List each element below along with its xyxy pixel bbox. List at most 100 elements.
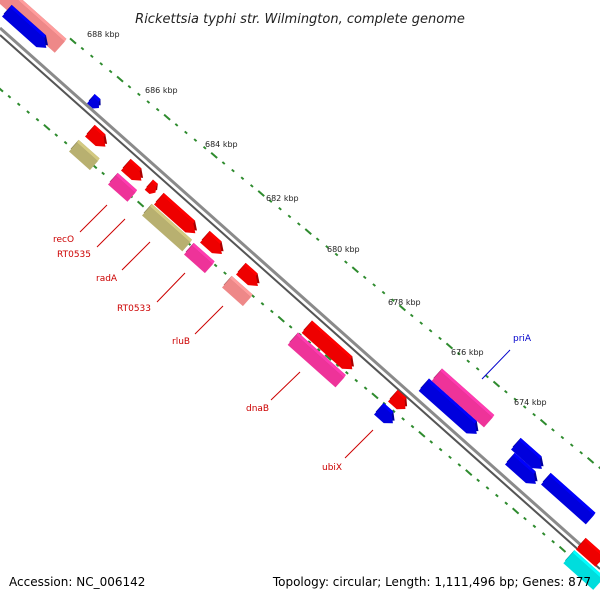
lower-tick-mark: [429, 440, 434, 444]
lower-tick-mark: [476, 478, 480, 483]
lower-tick-mark: [335, 363, 340, 367]
accession-text: Accession: NC_006142: [9, 575, 145, 589]
upper-tick-mark: [513, 397, 518, 402]
gene-arrow-icon: [505, 452, 538, 484]
upper-tick-mark: [240, 176, 245, 181]
lower-tick-mark: [532, 524, 537, 529]
gene-label-leader: [156, 272, 186, 303]
lower-tick-mark: [277, 315, 285, 323]
lower-tick-mark: [345, 371, 349, 375]
upper-tick-mark: [522, 405, 527, 409]
gene-label-leader: [194, 305, 224, 335]
gene-label-leader: [96, 218, 126, 248]
upper-tick-mark: [174, 123, 179, 127]
upper-tick-mark: [108, 69, 113, 74]
upper-tick-mark: [249, 184, 254, 188]
upper-tick-mark: [579, 450, 584, 455]
gene-label-text: priA: [513, 334, 532, 344]
upper-tick-mark: [80, 46, 85, 51]
lower-tick-mark: [504, 501, 509, 506]
upper-tick-mark: [560, 435, 565, 440]
genome-summary: Topology: circular; Length: 1,111,496 bp…: [272, 575, 591, 589]
lower-tick-mark: [43, 123, 51, 131]
gene-label-leader: [79, 204, 108, 233]
lower-tick-mark: [551, 539, 555, 544]
gene-label-leader: [481, 349, 511, 380]
lower-tick-mark: [251, 294, 255, 298]
lower-tick-mark: [63, 140, 68, 145]
gene-arrow-icon: [418, 378, 479, 434]
upper-tick-mark: [351, 266, 359, 274]
gene-arrow-icon: [236, 262, 260, 286]
upper-tick-mark: [278, 206, 282, 211]
gene-arrow-icon: [108, 172, 138, 202]
lower-tick-mark: [223, 271, 227, 275]
lower-tick-mark: [16, 102, 21, 107]
upper-tick-mark: [146, 100, 151, 104]
upper-tick-mark: [532, 412, 536, 417]
lower-tick-mark: [316, 348, 321, 352]
lower-tick-mark: [448, 455, 452, 460]
gene-label-leader: [121, 241, 151, 271]
tick-label: 676 kbp: [451, 348, 484, 357]
gene-label-text: ubiX: [322, 463, 342, 473]
upper-tick-mark: [89, 54, 94, 59]
gene-label-text: RT0533: [117, 304, 151, 314]
gene-arrow-icon: [144, 179, 158, 195]
gene-arrow-icon: [154, 192, 197, 234]
upper-tick-mark: [296, 222, 301, 226]
lower-tick-mark: [288, 325, 293, 329]
gene-label-leader: [344, 429, 374, 459]
gene-arrow-icon: [287, 332, 346, 388]
gene-arrow-icon: [200, 230, 224, 254]
tick-label: 682 kbp: [266, 194, 299, 203]
lower-tick-mark: [363, 386, 368, 391]
upper-tick-mark: [445, 342, 454, 350]
upper-tick-mark: [381, 290, 386, 295]
upper-tick-mark: [586, 456, 595, 464]
lower-tick-mark: [558, 545, 567, 553]
upper-tick-mark: [231, 168, 235, 173]
lower-tick-mark: [101, 171, 105, 176]
map-title: Rickettsia typhi str. Wilmington, comple…: [135, 12, 465, 27]
upper-tick-mark: [372, 283, 377, 287]
upper-tick-mark: [456, 351, 461, 356]
upper-tick-mark: [492, 380, 501, 388]
lower-tick-mark: [457, 463, 462, 467]
lower-tick-mark: [495, 493, 499, 498]
backbone-line-outer: [0, 26, 600, 564]
upper-tick-mark: [409, 313, 414, 318]
tick-label: 674 kbp: [514, 398, 547, 407]
gene-arrow-icon: [121, 158, 144, 181]
lower-tick-mark: [511, 507, 520, 515]
lower-tick-mark: [136, 200, 145, 208]
upper-tick-mark: [334, 252, 339, 257]
lower-tick-mark: [26, 110, 30, 114]
upper-tick-mark: [137, 92, 141, 97]
gene-arrow-icon: [576, 537, 600, 567]
upper-tick-mark: [419, 321, 424, 325]
tick-dot-track: [0, 37, 600, 582]
upper-tick-mark: [391, 298, 395, 303]
upper-tick-mark: [398, 304, 407, 312]
upper-tick-mark: [304, 228, 312, 236]
gene-arrow-icon: [431, 368, 495, 428]
gene-label-text: RT0535: [57, 250, 91, 260]
upper-tick-mark: [268, 199, 273, 203]
lower-tick-mark: [324, 354, 332, 361]
upper-tick-mark: [325, 245, 329, 249]
lower-tick-mark: [307, 340, 312, 344]
upper-tick-mark: [69, 37, 77, 45]
upper-tick-mark: [569, 443, 574, 447]
gene-arrow-icon: [184, 242, 215, 274]
lower-tick-mark: [410, 424, 415, 429]
upper-tick-mark: [287, 214, 292, 219]
gene-arrow-icon: [301, 320, 354, 370]
gene-arrow-icon: [541, 472, 596, 525]
tick-label: 688 kbp: [87, 30, 120, 39]
lower-tick-mark: [371, 392, 379, 400]
gene-label-text: recO: [53, 235, 74, 245]
upper-tick-mark: [466, 359, 471, 364]
